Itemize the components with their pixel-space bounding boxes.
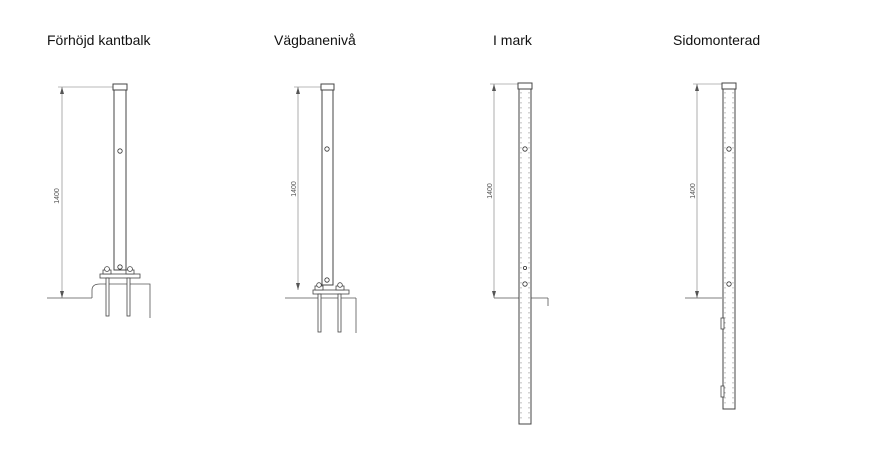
dimension-label: 1400 (690, 183, 697, 199)
post-cap (517, 82, 533, 90)
drawing-side-mounted: 1400 (685, 82, 737, 410)
post (518, 88, 532, 425)
title-side-mounted: Sidomonterad (673, 32, 761, 48)
title-in-ground: I mark (493, 32, 532, 48)
post (722, 88, 736, 410)
dimension-label: 1400 (291, 181, 298, 197)
drawing-in-ground: 1400 (487, 82, 549, 425)
anchor-bolt (126, 277, 131, 317)
post (321, 89, 334, 286)
anchor-bolt (105, 277, 110, 317)
post-cap (112, 83, 128, 91)
dimension-label: 1400 (487, 183, 494, 199)
drawing-road-level: 1400 (285, 83, 357, 333)
base-plate (99, 273, 141, 279)
post-cap (320, 83, 335, 91)
title-raised-curb: Förhöjd kantbalk (47, 32, 151, 48)
anchor-bolt (317, 293, 322, 333)
dimension-label: 1400 (54, 188, 61, 204)
post-cap (721, 82, 737, 90)
side-bracket (720, 317, 725, 330)
anchor-bolt (337, 293, 342, 333)
title-road-level: Vägbanenivå (274, 32, 356, 48)
side-bracket (720, 385, 725, 398)
base-plate (312, 289, 350, 295)
drawing-raised-curb: 1400 (47, 83, 151, 318)
post (113, 89, 127, 271)
